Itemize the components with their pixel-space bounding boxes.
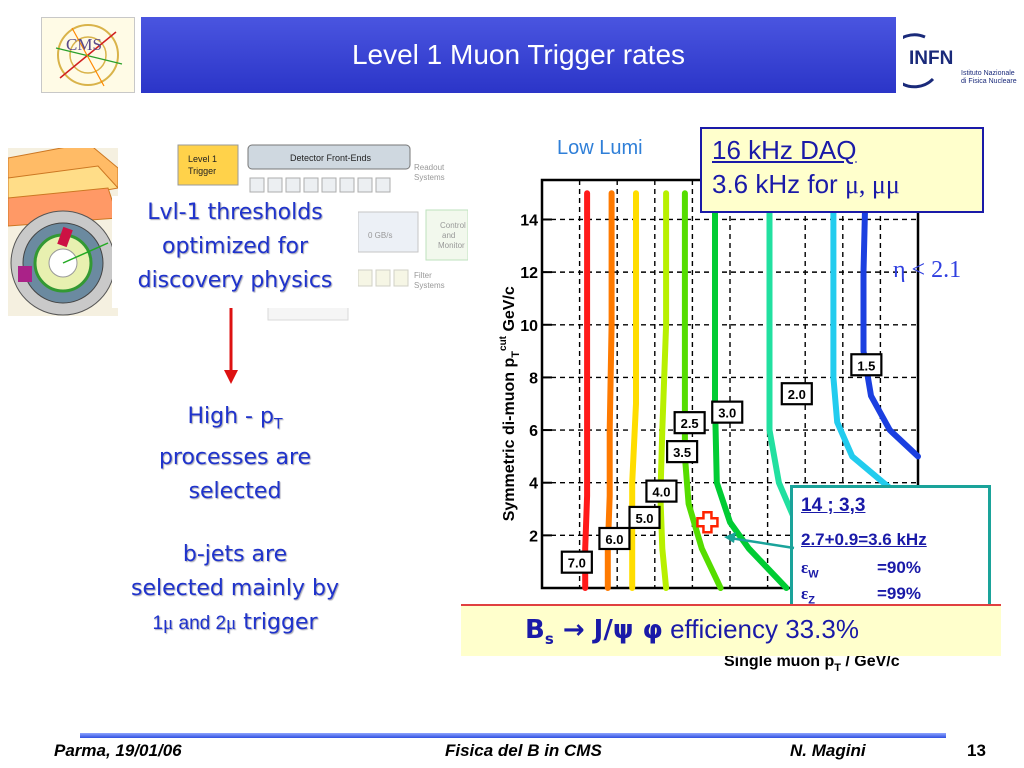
bjets-text: b-jets are selected mainly by 1μ and 2μ … [131,542,339,635]
threshold-label-7.0: 7.0 [568,556,586,571]
threshold-label-box [780,382,813,406]
result-eps-w: εW=90% [801,558,921,581]
svg-text:Trigger: Trigger [188,166,216,176]
threshold-label-2.5: 2.5 [681,416,699,431]
y-tick-label: 8 [529,370,538,387]
thresholds-text: Lvl-1 thresholds optimized for discovery… [112,196,358,308]
high-pt-text: High - pT processes are selected [158,404,312,505]
footer-date: Parma, 19/01/06 [54,741,182,760]
efficiency-box: Bs → J/ψ φ efficiency 33.3% [461,604,1001,656]
threshold-label-box [598,526,631,551]
series-line-6.0 [604,190,615,591]
svg-text:Detector Front-Ends: Detector Front-Ends [290,153,372,163]
title-bar: Level 1 Muon Trigger rates [141,17,896,93]
footer-line [80,733,946,738]
svg-text:Monitor: Monitor [438,241,465,250]
threshold-label-box [673,411,706,435]
y-tick-label: 2 [529,528,538,545]
svg-text:Readout: Readout [414,163,445,172]
threshold-label-box [628,505,661,530]
footer-author: N. Magini [790,741,866,760]
svg-text:0 GB/s: 0 GB/s [368,231,392,240]
x-axis-label: Single muon pT / GeV/c [724,653,900,674]
series-line-4.0 [657,190,670,591]
pointer-arrow [720,528,796,556]
threshold-label-3.0: 3.0 [718,406,736,421]
series-line-5.0 [629,190,639,591]
threshold-label-2.0: 2.0 [788,387,806,402]
threshold-label-5.0: 5.0 [635,511,653,526]
series-line-7.0 [582,190,591,591]
svg-text:di Fisica Nucleare: di Fisica Nucleare [961,78,1017,85]
threshold-label-box [560,550,593,574]
threshold-label-3.5: 3.5 [673,445,691,460]
threshold-label-4.0: 4.0 [652,485,670,500]
result-title: 14 ; 3,3 [801,495,866,516]
daq-rate-line2: 3.6 kHz for μ, μμ [712,169,900,199]
threshold-label-box [850,353,883,377]
threshold-result-box: 14 ; 3,3 2.7+0.9=3.6 kHz εW=90% εZ=99% [790,485,991,615]
page-title: Level 1 Muon Trigger rates [351,39,686,70]
efficiency-text: Bs → J/ψ φ efficiency 33.3% [525,614,859,649]
series-line-3.0 [712,190,790,591]
threshold-label-6.0: 6.0 [605,532,623,547]
svg-text:Level 1: Level 1 [188,154,217,164]
cms-logo-text: CMS [66,35,102,54]
threshold-label-box [645,479,678,503]
y-tick-label: 4 [529,476,538,493]
threshold-label-1.5: 1.5 [857,358,875,373]
threshold-label-box [711,400,744,424]
svg-text:Filter: Filter [414,271,432,280]
result-eps-z: εZ=99% [801,584,921,607]
daq-rate-line1: 16 kHz DAQ [712,135,857,165]
svg-text:Control: Control [440,221,466,230]
result-rate: 2.7+0.9=3.6 kHz [801,530,927,549]
svg-text:Systems: Systems [414,173,445,182]
svg-text:Systems: Systems [414,281,445,290]
low-lumi-label: Low Lumi [557,137,643,159]
svg-text:Istituto Nazionale: Istituto Nazionale [961,70,1015,77]
y-tick-label: 10 [520,318,538,335]
svg-text:and: and [442,231,455,240]
infn-logo-text: INFN [909,48,953,69]
threshold-label-box [666,440,699,464]
down-arrow [221,308,241,386]
daq-rate-box: 16 kHz DAQ 3.6 kHz for μ, μμ [700,127,984,213]
series-line-2.0 [830,190,903,499]
level1-trigger-block [177,144,239,186]
operating-point-marker [696,510,719,534]
eta-label: η < 2.1 [893,257,962,283]
detector-front-ends-block [247,144,411,170]
detector-image [8,148,118,316]
slide-number: 13 [967,741,986,760]
infn-logo: INFN Istituto Nazionale di Fisica Nuclea… [887,17,1021,91]
y-tick-label: 12 [520,265,538,282]
cms-logo: CMS [41,17,135,93]
y-axis-label: Symmetric di-muon pTcut GeV/c [498,286,522,521]
y-tick-label: 14 [520,212,538,229]
y-tick-label: 6 [529,423,538,440]
footer-talk-title: Fisica del B in CMS [445,741,602,760]
